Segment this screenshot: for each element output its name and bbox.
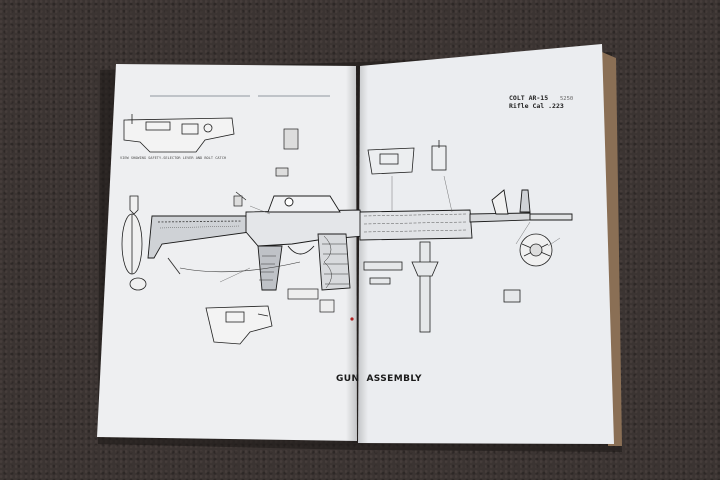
trigger-guard-drawing: [287, 288, 335, 313]
lower-receiver-drawing: [123, 114, 235, 153]
page-number: 5250: [560, 96, 574, 102]
callout-lines: [219, 175, 561, 283]
caption-upper-left: VIEW SHOWING SAFETY-SELECTOR LEVER AND B…: [120, 156, 227, 160]
upper-parts-drawing: [367, 140, 447, 175]
diagram-title: GUN ASSEMBLY: [336, 374, 422, 384]
right-page: [358, 44, 614, 444]
left-page: [97, 64, 357, 441]
diagram-title-right: ASSEMBLY: [366, 374, 422, 384]
book-title: COLT AR-15 Rifle Cal .223: [509, 94, 619, 110]
book-title-line1: COLT AR-15: [509, 94, 549, 102]
red-mark: [350, 317, 354, 321]
barrel-nut-drawing: [519, 233, 553, 267]
lower-receiver-bottom-drawing: [205, 305, 273, 345]
small-parts-top: [233, 128, 299, 207]
gutter-shadow: [346, 66, 368, 443]
book-title-line2: Rifle Cal .223: [509, 102, 564, 110]
gas-tube-drawing: [363, 241, 521, 333]
diagram-title-left: GUN: [336, 374, 360, 384]
sling-swivel-drawing: [121, 195, 147, 291]
rifle-drawing: [147, 189, 573, 291]
